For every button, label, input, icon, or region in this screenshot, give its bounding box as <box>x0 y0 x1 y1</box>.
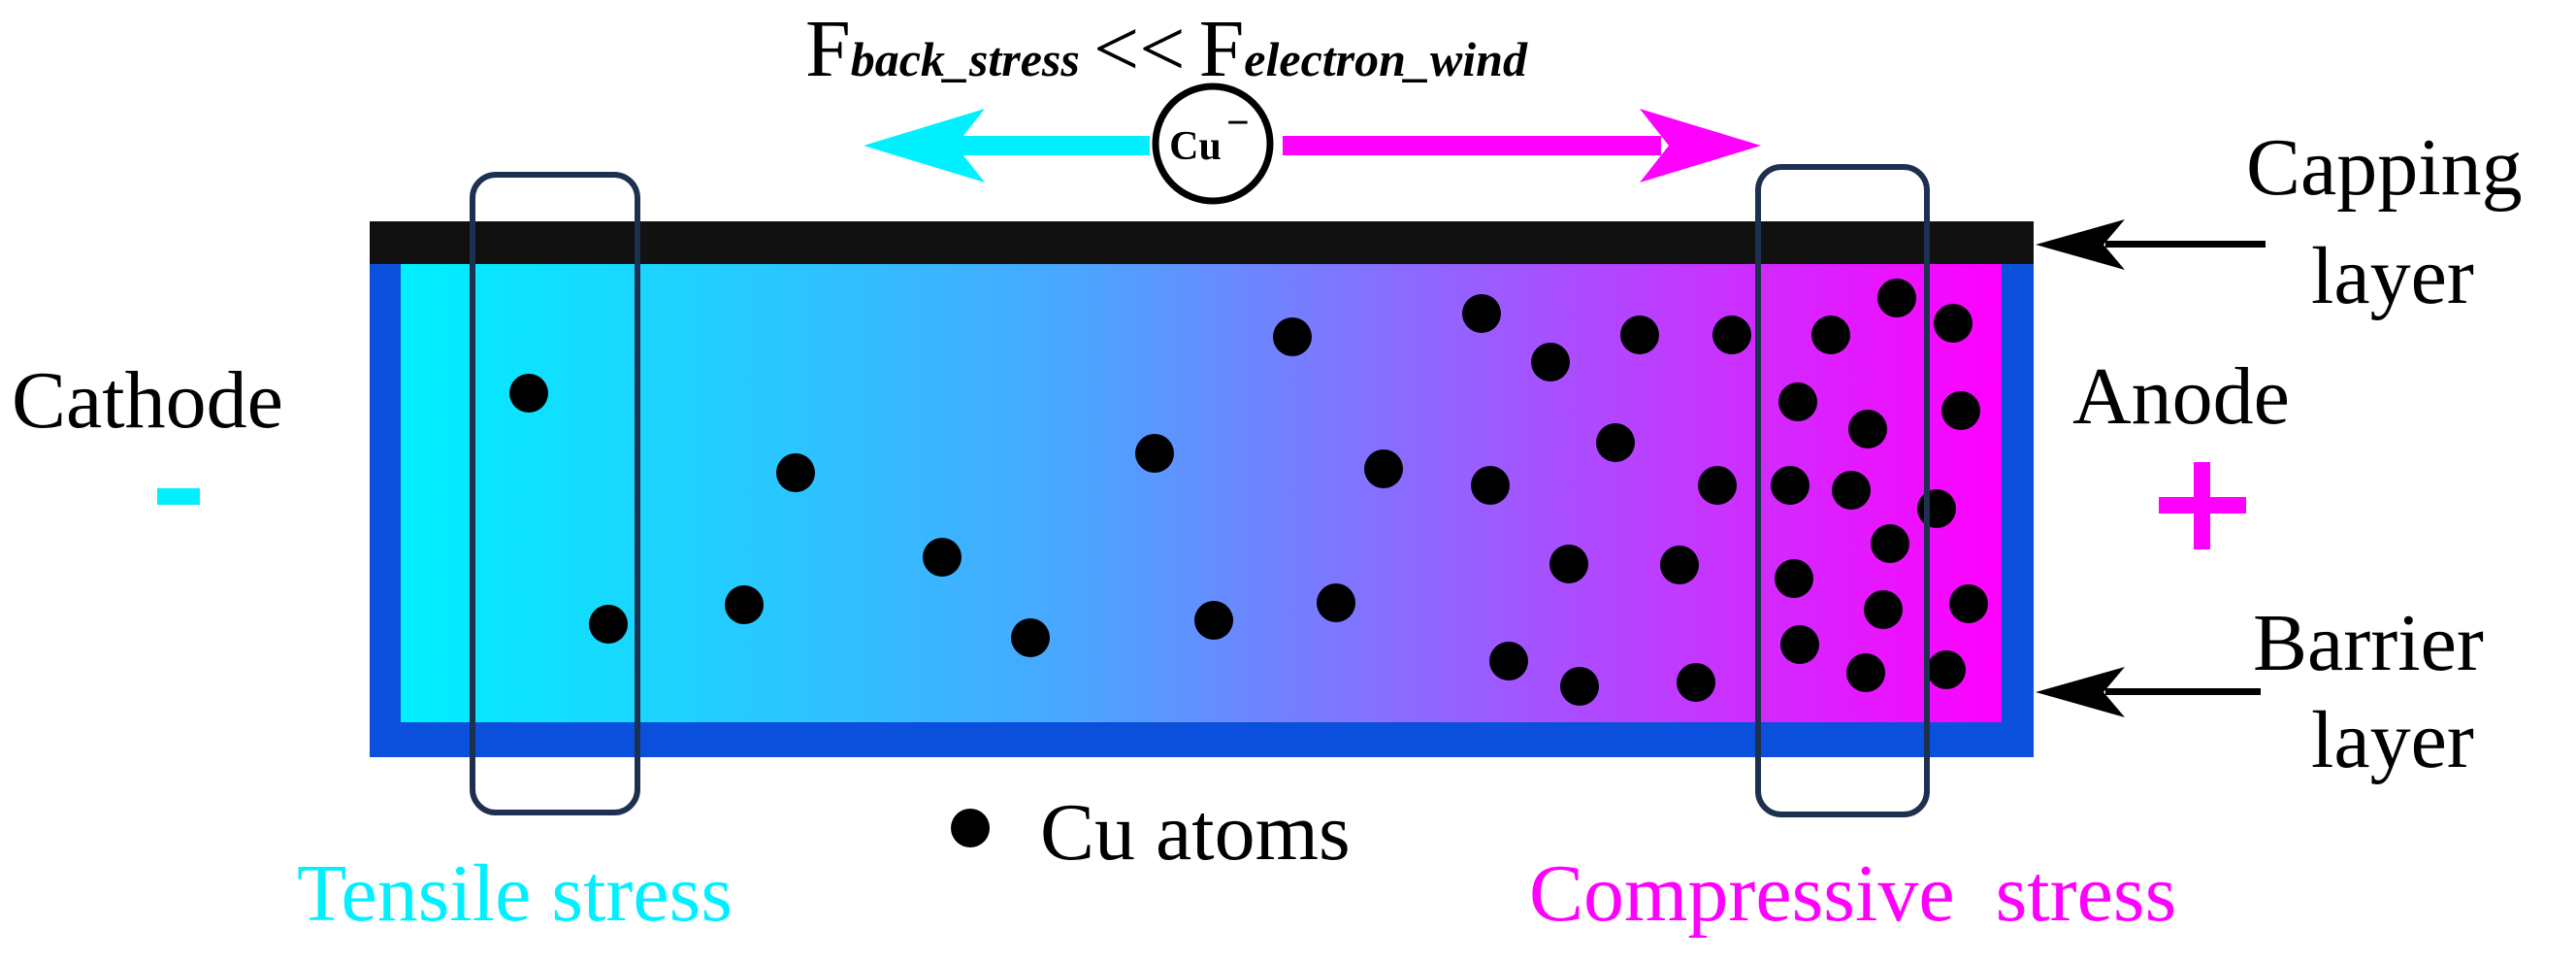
capping-layer <box>370 221 2034 264</box>
cu-atom <box>1811 315 1850 354</box>
barrier-label-line1: Barrier <box>2253 598 2484 688</box>
cu-atom <box>1712 315 1751 354</box>
tensile-region-box <box>470 172 640 815</box>
cu-atom <box>509 374 548 413</box>
cu-atom <box>1846 653 1885 692</box>
cu-atom <box>1698 466 1737 505</box>
back-stress-arrow <box>864 109 1150 182</box>
cu-ion: Cu − <box>1152 83 1274 205</box>
cu-atom <box>1194 601 1233 640</box>
cu-atom <box>1317 583 1355 622</box>
cu-atom <box>1877 279 1916 317</box>
barrier-pointer-arrow <box>2036 667 2261 717</box>
copper-interconnect <box>401 254 2002 722</box>
cu-atom <box>1462 294 1501 333</box>
anode-sign <box>2159 462 2246 549</box>
cu-atom <box>1677 663 1715 702</box>
cu-atom <box>1364 449 1403 488</box>
cu-atom <box>725 585 764 624</box>
cu-atom <box>1778 382 1817 421</box>
cu-atom <box>1941 391 1980 430</box>
cu-atom <box>1549 545 1588 583</box>
cu-atom <box>1927 650 1966 689</box>
compressive-stress-label: Compressive stress <box>1529 848 2176 939</box>
formula-sub-back-stress: back_stress <box>851 32 1080 86</box>
cu-atom <box>1871 524 1909 563</box>
cu-atom <box>1489 642 1528 680</box>
formula-f1: F <box>805 4 851 94</box>
formula-relation: << <box>1093 4 1186 94</box>
formula: Fback_stress<<Felectron_wind <box>805 4 1528 94</box>
electron-wind-arrow <box>1283 109 1761 182</box>
cu-atom <box>1780 625 1819 664</box>
cathode-sign <box>157 488 200 505</box>
cu-atom <box>1864 590 1903 629</box>
formula-sub-electron-wind: electron_wind <box>1244 32 1528 86</box>
cu-atom <box>1135 434 1174 473</box>
cu-atom <box>1660 546 1699 584</box>
cu-atom <box>1531 343 1570 381</box>
cu-atom <box>1620 315 1659 354</box>
cu-atom <box>1775 559 1813 598</box>
cu-atom <box>589 605 628 644</box>
anode-label: Anode <box>2072 351 2290 442</box>
cu-atom <box>776 453 815 492</box>
cu-ion-charge: − <box>1226 101 1250 146</box>
cu-atom <box>1273 317 1312 356</box>
cu-atom <box>1934 304 1973 343</box>
cu-atom <box>1471 466 1510 505</box>
cu-atom <box>1832 471 1871 510</box>
capping-label-line1: Capping <box>2246 122 2523 213</box>
formula-f2: F <box>1199 4 1245 94</box>
cu-atom <box>1917 489 1956 528</box>
cu-atom <box>1596 423 1635 462</box>
cu-ion-label: Cu <box>1169 124 1222 169</box>
cu-atom <box>1560 667 1599 706</box>
compressive-region-box <box>1755 164 1930 817</box>
cu-atom <box>1949 584 1988 623</box>
cu-atom <box>1771 466 1810 505</box>
tensile-stress-label: Tensile stress <box>297 848 733 939</box>
cathode-label: Cathode <box>12 355 283 446</box>
barrier-label-line2: layer <box>2311 695 2474 785</box>
cu-atom <box>1848 410 1887 448</box>
cu-atom <box>923 538 962 577</box>
legend-atom-marker <box>951 809 990 847</box>
capping-pointer-arrow <box>2036 219 2266 270</box>
cu-atom <box>1011 618 1050 657</box>
legend-label: Cu atoms <box>1040 787 1351 878</box>
capping-label-line2: layer <box>2311 231 2474 321</box>
